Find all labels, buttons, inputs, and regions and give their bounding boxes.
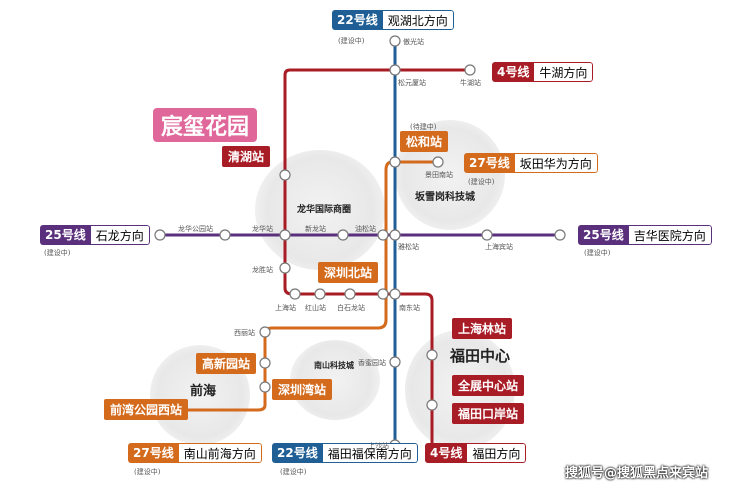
terminal-22-north[interactable]: 22号线观湖北方向 (332, 10, 454, 30)
station-label: 南东站 (399, 304, 420, 312)
status-note: (建设中) (134, 468, 161, 476)
terminal-22-south[interactable]: 22号线福田福保南方向 (272, 443, 418, 463)
direction: 石龙方向 (90, 225, 150, 245)
station-label: 龙华公园站 (178, 225, 213, 233)
callout-shenzhen-north[interactable]: 深圳北站 (318, 262, 379, 283)
line-number: 27号线 (464, 153, 515, 173)
area-bg (255, 150, 385, 270)
station-label: 新龙站 (305, 225, 326, 233)
area-label: 龙华国际商圈 (297, 205, 352, 215)
area-label: 坂雪岗科技城 (415, 192, 475, 203)
line-number: 27号线 (128, 443, 179, 463)
status-note: (建设中) (338, 37, 365, 45)
station-label: 龙华站 (252, 225, 273, 233)
station-label: 油松站 (355, 225, 376, 233)
direction: 福田福保南方向 (322, 443, 418, 463)
status-note: (建设中) (584, 249, 611, 257)
line-number: 22号线 (332, 10, 383, 30)
direction: 坂田华为方向 (514, 153, 598, 173)
status-note: (建设中) (280, 468, 307, 476)
station-label: 松元厦站 (398, 79, 426, 87)
area-label: 南山科技城 (314, 361, 354, 370)
terminal-27-north[interactable]: 27号线坂田华为方向 (464, 153, 598, 173)
station-label: 西丽站 (234, 329, 255, 337)
direction: 南山前海方向 (178, 443, 262, 463)
callout-qinghu[interactable]: 清湖站 (222, 146, 271, 167)
area-label: 福田中心 (450, 347, 511, 365)
watermark: 搜狐号@搜狐黑点来宾站 (565, 466, 709, 481)
area-label: 前海 (190, 384, 217, 399)
station-label: 雅松站 (398, 243, 419, 251)
callout-gaoxinyuan[interactable]: 高新园站 (196, 353, 257, 374)
line-number: 4号线 (425, 443, 468, 463)
line-number: 25号线 (578, 225, 629, 245)
station-label: 白石龙站 (337, 304, 365, 312)
line-number: 4号线 (492, 62, 535, 82)
status-note: (建设中) (44, 249, 71, 257)
station-label: 上海宾站 (485, 243, 513, 251)
station-label: 上海站 (275, 304, 296, 312)
direction: 牛湖方向 (534, 62, 594, 82)
callout-songhe[interactable]: 松和站 (400, 131, 449, 152)
line-number: 25号线 (40, 225, 91, 245)
station-label: 香蜜园站 (358, 359, 386, 367)
station-label: 傲光站 (403, 38, 424, 46)
line-number: 22号线 (272, 443, 323, 463)
station-label: 红山站 (305, 304, 326, 312)
terminal-25-west[interactable]: 25号线石龙方向 (40, 225, 150, 245)
callout-futian-port[interactable]: 福田口岸站 (452, 403, 525, 424)
status-note: (建设中) (468, 178, 495, 186)
line-4 (283, 68, 470, 455)
status-note: (待建中) (410, 123, 437, 131)
station-label: 上沙站 (368, 442, 389, 450)
station-label: 牛湖站 (460, 79, 481, 87)
terminal-4-south[interactable]: 4号线福田方向 (425, 443, 527, 463)
direction: 观湖北方向 (382, 10, 454, 30)
callout-shanghailin[interactable]: 上海林站 (452, 318, 513, 339)
line-27 (170, 160, 438, 412)
project-title: 宸玺花园 (153, 108, 258, 142)
callout-shenzhenwan[interactable]: 深圳湾站 (272, 379, 333, 400)
direction: 福田方向 (467, 443, 527, 463)
callout-exhibition[interactable]: 全展中心站 (452, 375, 525, 396)
station-label: 龙胜站 (252, 266, 273, 274)
terminal-27-south[interactable]: 27号线南山前海方向 (128, 443, 262, 463)
terminal-25-east[interactable]: 25号线吉华医院方向 (578, 225, 712, 245)
direction: 吉华医院方向 (628, 225, 712, 245)
station-label: 景田南站 (425, 171, 453, 179)
terminal-4-north[interactable]: 4号线牛湖方向 (492, 62, 594, 82)
callout-qianwan[interactable]: 前湾公园西站 (104, 399, 189, 420)
